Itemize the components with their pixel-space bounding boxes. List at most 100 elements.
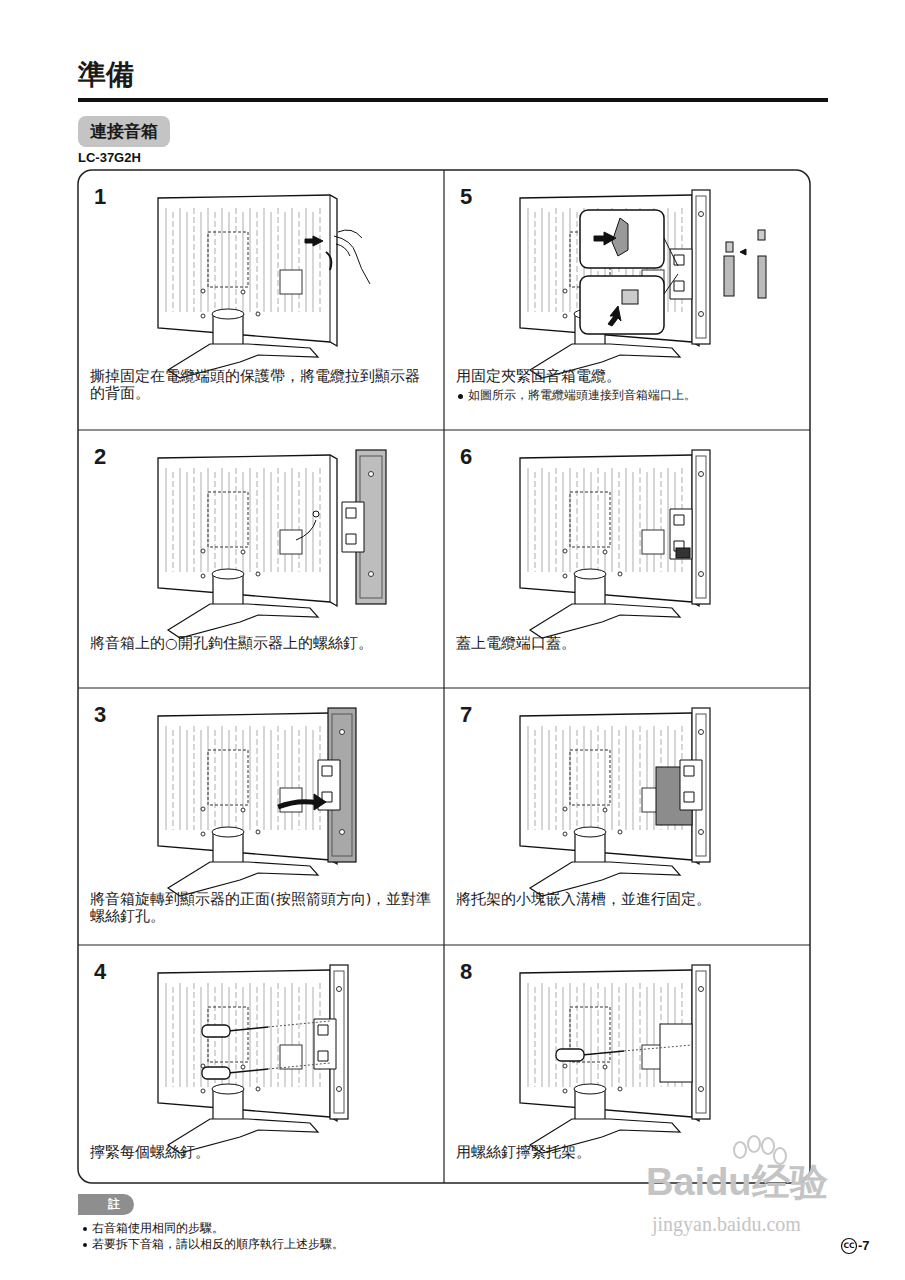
- screw-hole: [241, 808, 245, 812]
- page-title: 準備: [78, 56, 134, 94]
- speaker-screw: [699, 212, 704, 217]
- vent-line: [313, 472, 314, 572]
- speaker-screw: [699, 730, 704, 735]
- screw-hole: [563, 832, 567, 836]
- speaker-grille: [696, 971, 706, 1113]
- step-panel: 4擰緊每個螺絲釘。: [78, 945, 444, 1183]
- vent-line: [201, 730, 202, 830]
- step-caption: 將音箱旋轉到顯示器的正面(按照箭頭方向)，並對準螺絲釘孔。: [90, 891, 432, 926]
- vent-line: [180, 983, 181, 1087]
- vesa-mount: [208, 232, 248, 287]
- vent-line: [264, 726, 265, 830]
- step-number: 1: [94, 184, 106, 210]
- stand-top: [212, 309, 244, 319]
- step-panel: 3將音箱旋轉到顯示器的正面(按照箭頭方向)，並對準螺絲釘孔。: [78, 688, 444, 945]
- stand-base: [168, 862, 318, 896]
- step-caption: 用螺絲釘擰緊托架。: [456, 1144, 798, 1161]
- vent-line: [292, 468, 293, 572]
- stand-top: [212, 827, 244, 837]
- vent-line: [264, 208, 265, 312]
- direction-arrow: [740, 249, 746, 255]
- vent-line: [187, 987, 188, 1087]
- vent-line: [222, 208, 223, 312]
- vent-line: [292, 208, 293, 312]
- screwdriver-shaft: [228, 1027, 268, 1031]
- section-tab: 連接音箱: [78, 116, 170, 147]
- speaker-screw: [699, 572, 704, 577]
- stand-top: [574, 569, 606, 579]
- vent-line: [605, 987, 606, 1087]
- speaker-screw: [340, 830, 345, 835]
- vesa-mount: [208, 492, 248, 547]
- stand-base: [530, 862, 680, 896]
- step-illustration: [158, 195, 370, 378]
- vent-line: [180, 208, 181, 312]
- vent-line: [563, 987, 564, 1087]
- vent-line: [299, 730, 300, 830]
- bullet-dot: [83, 1243, 87, 1247]
- speaker-bracket: [670, 509, 692, 559]
- speaker-screw: [337, 987, 342, 992]
- vent-line: [222, 468, 223, 572]
- screw-hole: [256, 572, 260, 576]
- vent-line: [556, 208, 557, 312]
- screw-hole: [563, 1089, 567, 1093]
- vent-line: [215, 472, 216, 572]
- screw-hole: [241, 1065, 245, 1069]
- section-heading: 連接音箱: [90, 120, 158, 143]
- speaker-screw: [337, 1087, 342, 1092]
- step-panel: 7將托架的小塊嵌入溝槽，並進行固定。: [444, 688, 810, 945]
- vent-line: [549, 212, 550, 312]
- vent-line: [215, 730, 216, 830]
- vent-line: [306, 983, 307, 1087]
- vent-line: [201, 472, 202, 572]
- vent-line: [180, 726, 181, 830]
- step-caption: 將托架的小塊嵌入溝槽，並進行固定。: [456, 891, 798, 908]
- vent-line: [535, 987, 536, 1087]
- vent-line: [229, 212, 230, 312]
- cable: [296, 520, 316, 540]
- vent-line: [535, 472, 536, 572]
- guide-line: [624, 1045, 692, 1051]
- tv-bezel: [330, 455, 331, 602]
- stand-base: [168, 604, 318, 638]
- speaker-bracket: [314, 1019, 336, 1069]
- watermark-paw: [734, 1136, 786, 1164]
- vent-line: [173, 472, 174, 572]
- vent-line: [173, 730, 174, 830]
- vent-line: [278, 468, 279, 572]
- vent-line: [542, 468, 543, 572]
- step-illustration: [520, 190, 766, 378]
- vent-line: [640, 726, 641, 830]
- step-panel: 1撕掉固定在電纜端頭的保護帶，將電纜拉到顯示器的背面。: [78, 170, 444, 430]
- speaker-screw: [699, 830, 704, 835]
- vent-line: [626, 726, 627, 830]
- vent-line: [619, 730, 620, 830]
- step-number: 2: [94, 444, 106, 470]
- vent-line: [285, 212, 286, 312]
- frame-divider: [78, 429, 810, 430]
- vent-line: [250, 726, 251, 830]
- vent-line: [187, 730, 188, 830]
- vent-line: [633, 987, 634, 1087]
- plug-detail: [724, 256, 734, 296]
- vent-line: [647, 472, 648, 572]
- vent-line: [584, 983, 585, 1087]
- vent-line: [229, 730, 230, 830]
- vent-line: [528, 468, 529, 572]
- vent-line: [556, 983, 557, 1087]
- screwdriver-handle: [202, 1025, 230, 1037]
- speaker-screw: [699, 987, 704, 992]
- tv-back: [158, 195, 337, 346]
- vent-line: [250, 208, 251, 312]
- screw-hole: [256, 312, 260, 316]
- vent-line: [668, 208, 669, 312]
- screw-hole: [603, 808, 607, 812]
- vent-line: [250, 468, 251, 572]
- vent-line: [633, 472, 634, 572]
- speaker-screw: [699, 1087, 704, 1092]
- vent-line: [591, 987, 592, 1087]
- vent-line: [166, 208, 167, 312]
- speaker-bracket: [342, 502, 364, 552]
- vesa-mount: [570, 492, 610, 547]
